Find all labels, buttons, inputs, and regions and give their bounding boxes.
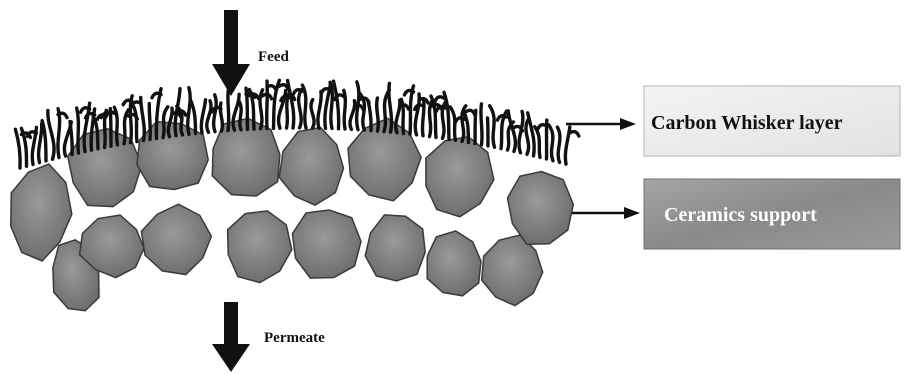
- ceramic-grain: [139, 201, 215, 279]
- permeate-label: Permeate: [264, 330, 325, 346]
- carbon-whisker-branch: [570, 132, 579, 136]
- support-pointer-arrow: [572, 207, 640, 219]
- carbon-whisker: [318, 92, 321, 129]
- carbon-whisker: [490, 106, 495, 148]
- carbon-whisker: [15, 129, 20, 168]
- carbon-whisker: [475, 110, 476, 143]
- carbon-whisker-branch: [132, 102, 141, 106]
- ceramic-grain: [277, 125, 346, 207]
- whisker-layer-label: Carbon Whisker layer: [651, 112, 843, 134]
- carbon-whisker-branch: [335, 95, 344, 99]
- ceramics-support-box: Ceramics support: [644, 179, 900, 249]
- whisker-layer-box: Carbon Whisker layer: [644, 86, 900, 156]
- carbon-whisker-branch: [466, 110, 475, 114]
- carbon-whisker: [77, 108, 79, 153]
- carbon-whisker: [70, 121, 72, 154]
- carbon-whisker: [48, 111, 54, 160]
- carbon-whisker: [201, 100, 205, 133]
- carbon-whisker: [526, 120, 529, 155]
- carbon-whisker: [214, 95, 217, 132]
- carbon-whisker: [311, 100, 314, 129]
- carbon-whisker: [42, 121, 46, 161]
- ceramics-support-label: Ceramics support: [664, 204, 817, 226]
- ceramic-grain: [362, 211, 429, 284]
- ceramic-grain: [291, 208, 363, 280]
- carbon-whisker: [519, 111, 523, 153]
- permeate-arrow: [212, 302, 250, 372]
- carbon-whisker: [39, 124, 42, 163]
- carbon-whisker: [357, 82, 359, 130]
- carbon-whisker: [149, 104, 150, 140]
- carbon-whisker: [299, 90, 302, 128]
- whisker-pointer-arrow: [566, 118, 636, 130]
- carbon-whisker: [134, 106, 137, 141]
- carbon-whisker: [228, 82, 230, 130]
- carbon-whisker: [481, 104, 482, 145]
- carbon-whisker: [330, 82, 332, 128]
- carbon-whisker: [488, 118, 489, 146]
- carbon-whisker: [377, 98, 379, 131]
- carbon-whisker: [207, 101, 211, 133]
- carbon-whisker: [401, 99, 403, 133]
- carbon-whisker: [557, 127, 560, 162]
- carbon-whisker: [549, 125, 553, 161]
- carbon-whisker: [239, 100, 242, 130]
- carbon-whisker-branch: [435, 97, 444, 101]
- ceramic-grain: [222, 207, 295, 286]
- carbon-whisker: [334, 81, 339, 129]
- feed-label: Feed: [258, 49, 289, 65]
- ceramic-grain: [423, 229, 485, 300]
